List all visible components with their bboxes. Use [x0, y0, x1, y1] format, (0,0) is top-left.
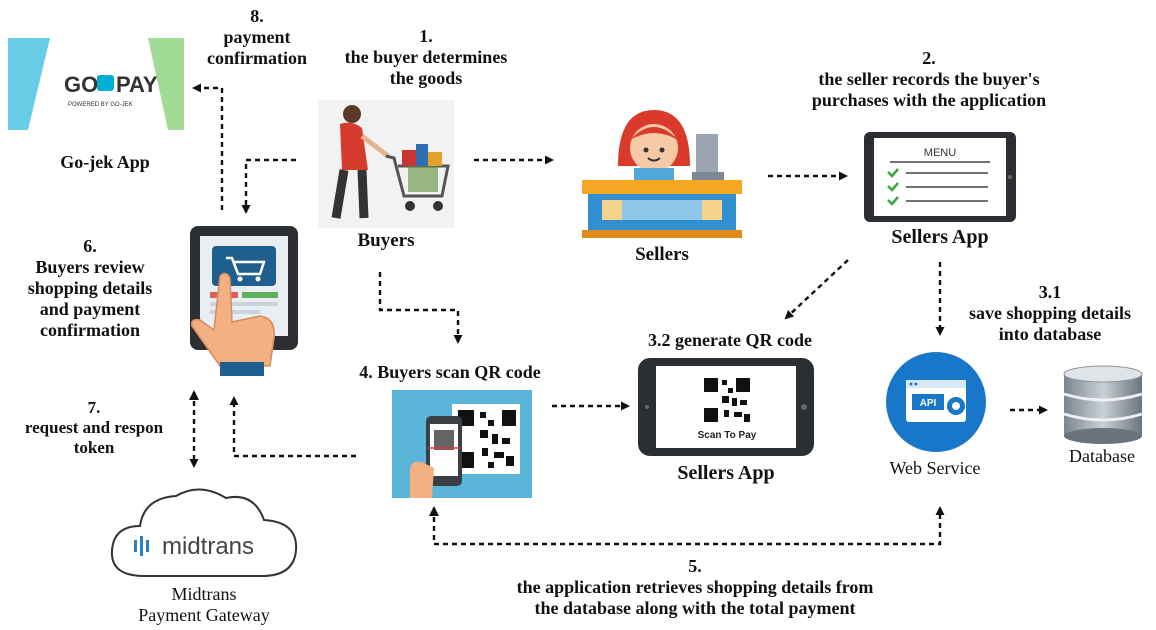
sellers-app-qr-tablet: Scan To Pay: [638, 358, 814, 456]
svg-text:PAY: PAY: [116, 72, 158, 97]
seller-shop-icon: [582, 110, 742, 238]
svg-text:Scan To Pay: Scan To Pay: [698, 430, 757, 441]
step-4-label: 4. Buyers scan QR code: [359, 362, 541, 382]
sellers-app-bottom-label: Sellers App: [677, 462, 775, 484]
arrow-web-service-to-scan: [432, 506, 945, 546]
sellers-label: Sellers: [635, 244, 689, 265]
midtrans-logo-text: midtrans: [162, 533, 254, 560]
arrow-buyers-to-scan: [378, 272, 463, 344]
step-1-label: 1. the buyer determines the goods: [344, 26, 508, 88]
gopay-logo: GO PAY POWERED BY GO-JEK: [8, 38, 184, 130]
arrow-scan-to-tablet: [229, 396, 356, 458]
database-label: Database: [1069, 446, 1135, 466]
svg-text:API: API: [920, 398, 937, 409]
step-7-label: 7. request and respon token: [24, 398, 164, 457]
step-3-2-label: 3.2 generate QR code: [648, 330, 812, 350]
sellers-app-top-label: Sellers App: [891, 226, 989, 248]
step-8-label: 8. payment confirmation: [207, 6, 307, 68]
gopay-logo-text: GO: [64, 72, 98, 97]
arrow-buyers-to-tablet: [241, 158, 296, 214]
step-2-label: 2. the seller records the buyer's purcha…: [811, 48, 1047, 110]
step-5-label: 5. the application retrieves shopping de…: [516, 556, 874, 618]
web-service-api-icon: API: [886, 352, 986, 452]
buyers-label: Buyers: [357, 230, 415, 251]
buyer-with-cart-icon: [318, 100, 454, 228]
step-3-1-label: 3.1 save shopping details into database: [968, 282, 1132, 344]
buyer-tablet-review-icon: [190, 226, 298, 376]
svg-text:MENU: MENU: [924, 147, 956, 159]
midtrans-cloud-logo: midtrans: [110, 488, 298, 577]
svg-text:POWERED BY GO-JEK: POWERED BY GO-JEK: [68, 102, 133, 108]
step-6-label: 6. Buyers review shopping details and pa…: [27, 236, 153, 340]
arrow-sellers-app-to-qr: [784, 259, 849, 320]
database-icon: [1063, 365, 1143, 444]
buyer-scan-qr-icon: [392, 390, 532, 498]
arrow-tablet-to-gopay: [192, 83, 224, 210]
web-service-label: Web Service: [889, 458, 981, 478]
midtrans-label: Midtrans Payment Gateway: [138, 584, 270, 625]
gojek-app-label: Go-jek App: [60, 152, 150, 172]
sellers-app-menu-tablet: MENU: [864, 132, 1016, 222]
